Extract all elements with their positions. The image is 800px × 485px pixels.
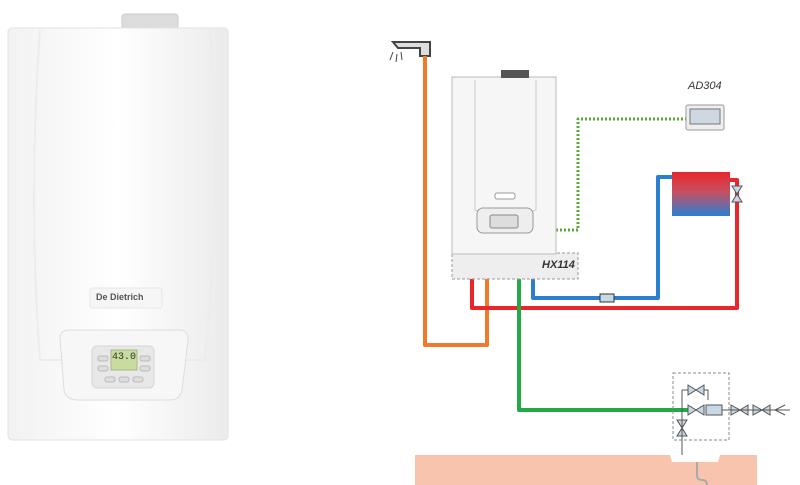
lcd-screen — [110, 349, 138, 371]
display-readout: 43.0 — [112, 352, 137, 363]
floor — [415, 455, 757, 485]
dhw-tank — [672, 172, 730, 216]
check-valve-icon — [599, 293, 615, 303]
module-label: HX114 — [542, 259, 575, 271]
drain — [696, 462, 708, 485]
flow-pipe — [470, 178, 739, 310]
bus-cable — [556, 117, 686, 232]
logo-plate — [89, 287, 163, 309]
tap-icon — [389, 41, 431, 63]
dhw-pipe — [423, 56, 489, 347]
return-pipe — [531, 175, 672, 300]
valve-icon — [731, 185, 743, 203]
thermostat-label: AD304 — [688, 80, 722, 92]
fill-assembly — [672, 372, 730, 441]
brand-logo: De Dietrich — [96, 292, 144, 302]
fill-pipe — [517, 255, 692, 412]
